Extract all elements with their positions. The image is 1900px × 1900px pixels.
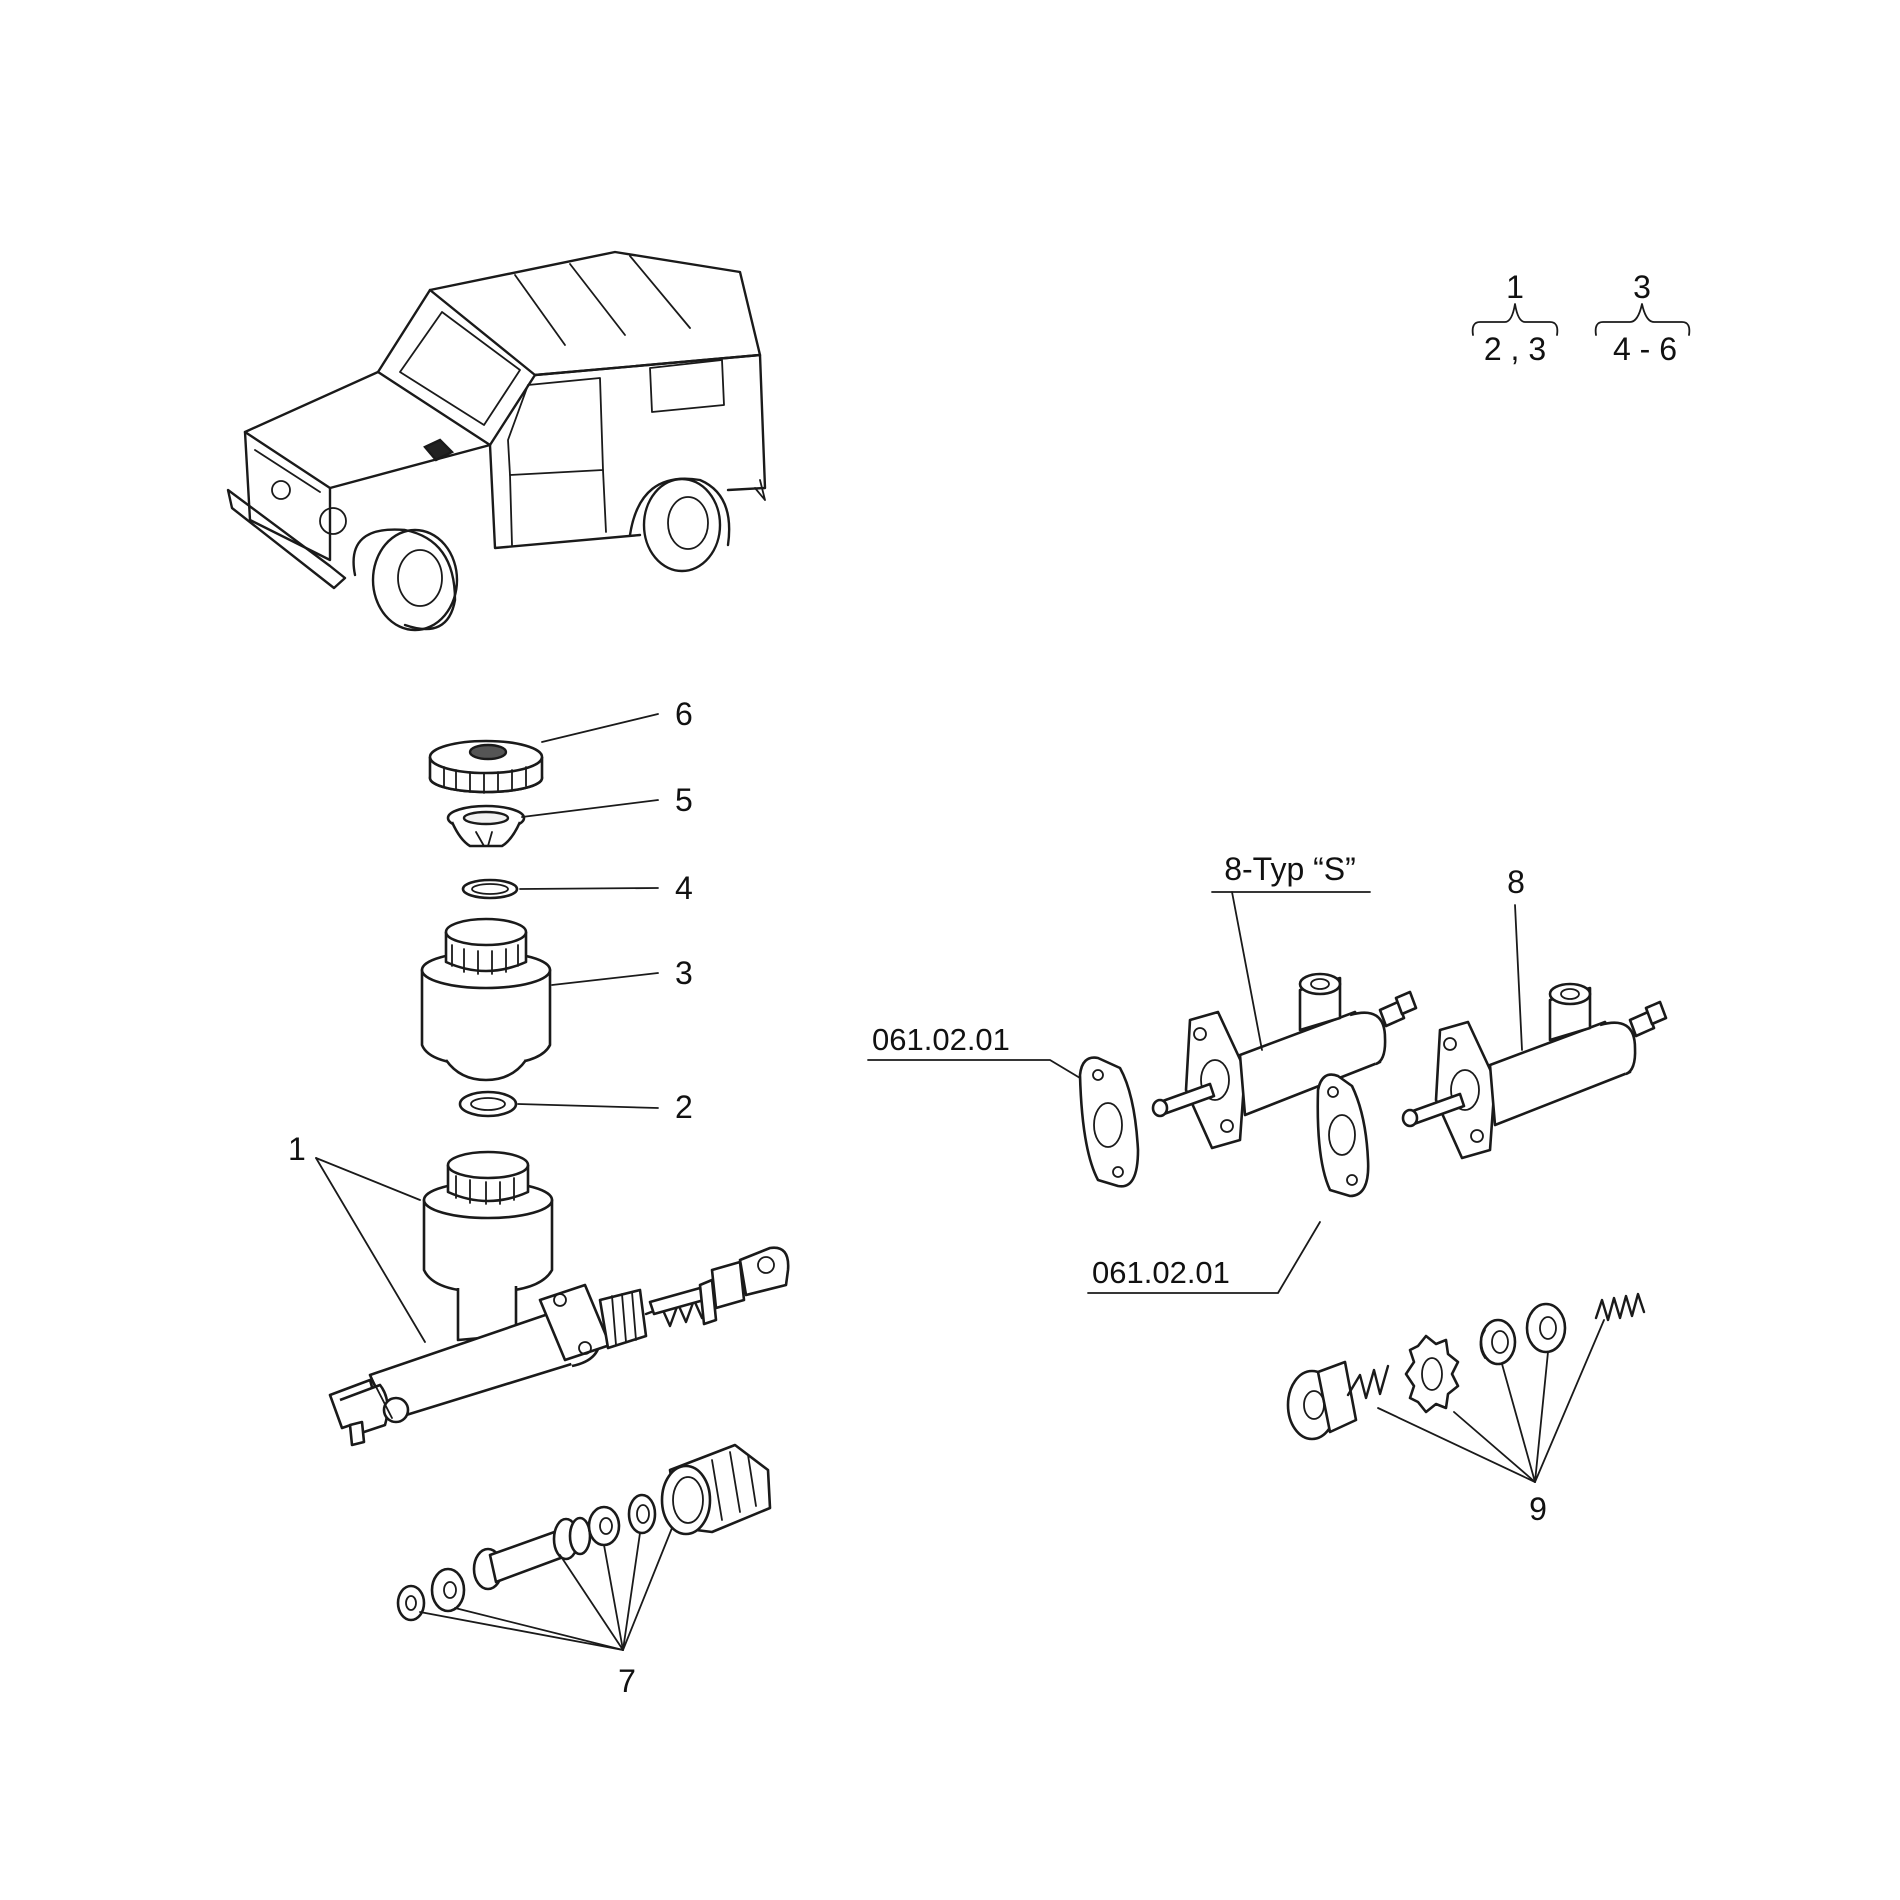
callout-2: 2 <box>675 1089 693 1125</box>
vehicle-illustration <box>226 250 767 632</box>
callout-labels: 6 5 4 3 2 1 7 8-Typ “S” 8 061.02.01 061.… <box>288 696 1547 1699</box>
callout-gasket-lower: 061.02.01 <box>1092 1255 1230 1290</box>
slave-cylinder-type-s <box>1151 891 1418 1150</box>
flange-gasket-left <box>867 1056 1140 1188</box>
hierarchy-children-3: 4 - 6 <box>1613 331 1677 367</box>
hierarchy-legend: 1 2 , 3 3 4 - 6 <box>1471 269 1691 367</box>
callout-7: 7 <box>618 1663 636 1699</box>
callout-9: 9 <box>1529 1491 1547 1527</box>
callout-5: 5 <box>675 782 693 818</box>
callout-3: 3 <box>675 955 693 991</box>
seal-ring-4 <box>461 878 519 900</box>
flange-gasket-right <box>1087 1073 1370 1294</box>
hierarchy-parent-3: 3 <box>1633 269 1651 305</box>
callout-gasket-upper: 061.02.01 <box>872 1022 1010 1057</box>
callout-4: 4 <box>675 870 693 906</box>
master-cylinder <box>328 1150 790 1447</box>
reservoir-cap <box>428 739 544 794</box>
callout-1: 1 <box>288 1131 306 1167</box>
hierarchy-parent-1: 1 <box>1506 269 1524 305</box>
master-cylinder-repair-kit <box>396 1443 772 1651</box>
callout-8-typ-s: 8-Typ “S” <box>1224 851 1356 887</box>
hierarchy-children-1: 2 , 3 <box>1484 331 1546 367</box>
slave-cylinder-repair-kit <box>1286 1292 1646 1483</box>
master-cylinder-group <box>315 713 790 1447</box>
fluid-reservoir <box>420 917 552 1082</box>
slave-cylinder <box>1401 904 1668 1160</box>
callout-6: 6 <box>675 696 693 732</box>
washer-2 <box>458 1090 518 1118</box>
reservoir-strainer <box>446 804 526 848</box>
callout-8: 8 <box>1507 864 1525 900</box>
